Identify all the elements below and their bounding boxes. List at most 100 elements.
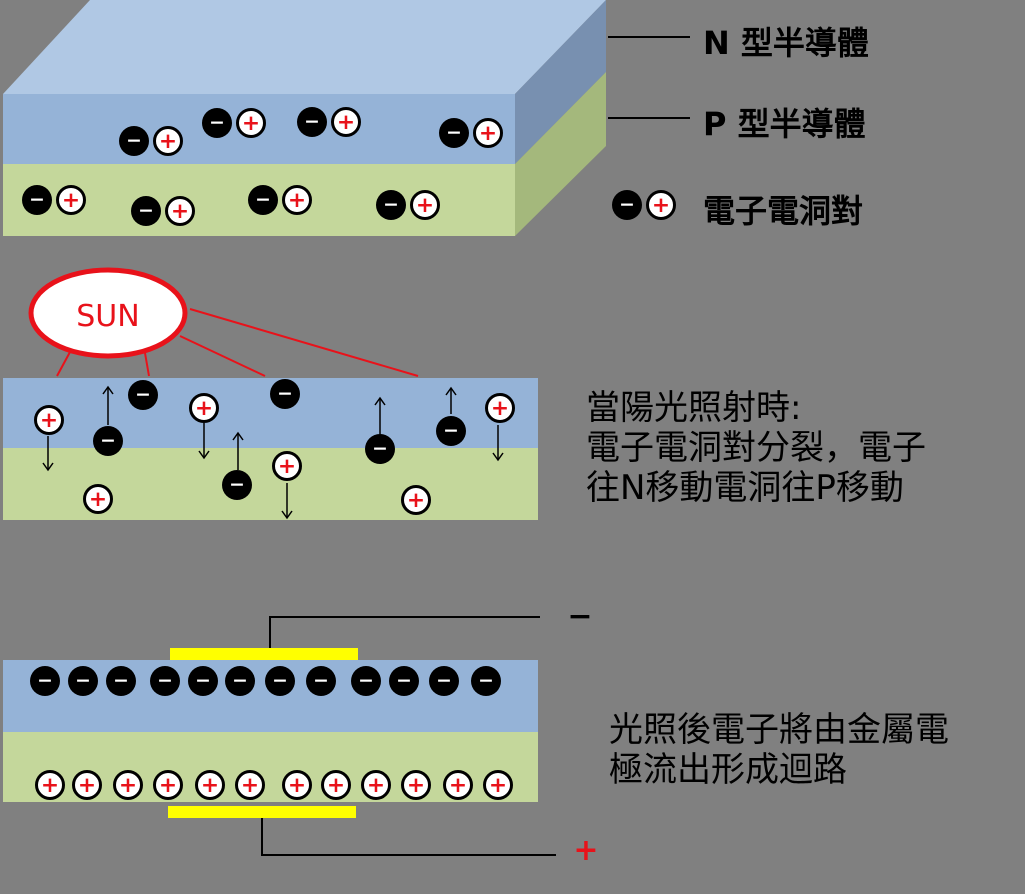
hole-icon: + — [282, 770, 312, 800]
motion-arrow — [102, 385, 114, 425]
electron-sign: − — [232, 671, 248, 692]
bottom-metal-electrode — [168, 806, 356, 818]
electron-icon: − — [128, 380, 158, 410]
hole-icon: + — [72, 770, 102, 800]
electron-hole-pairs: −+−+−+−+−+−+−+−+ — [22, 107, 503, 226]
electron-sign: − — [113, 671, 129, 692]
hole-row: + + + + + + + + + + + + — [35, 770, 513, 800]
hole-icon: + — [401, 770, 431, 800]
legend-pair-icon: −+ — [612, 190, 676, 220]
circuit-description: 光照後電子將由金屬電 極流出形成迴路 — [609, 710, 949, 790]
hole-icon: + — [195, 770, 225, 800]
electron-icon: − — [188, 666, 218, 696]
electron-sign: − — [272, 671, 288, 692]
pair-legend-label: 電子電洞對 — [703, 192, 864, 230]
hole-icon: + — [165, 196, 195, 226]
hole-icon: + — [189, 393, 219, 423]
hole-icon: + — [56, 185, 86, 215]
hole-sign: + — [449, 773, 467, 798]
electron-sign: − — [396, 671, 412, 692]
electron-sign: − — [313, 671, 329, 692]
electron-hole-pair: −+ — [131, 196, 195, 226]
n-layer-top-face — [3, 0, 606, 94]
electron-sign: − — [229, 475, 245, 496]
motion-arrow — [445, 386, 457, 414]
illumination-description: 當陽光照射時: 電子電洞對分裂，電子 往N移動電洞往P移動 — [586, 388, 926, 508]
sun-icon — [28, 267, 188, 359]
electron-sign: − — [277, 384, 293, 405]
sun-ray — [179, 335, 266, 377]
hole-sign: + — [489, 773, 507, 798]
hole-icon: + — [485, 393, 515, 423]
electron-hole-pair: −+ — [22, 185, 86, 215]
carrier-arrows — [42, 385, 504, 520]
hole-sign: + — [407, 773, 425, 798]
electron-icon: − — [429, 666, 459, 696]
electron-sign: − — [157, 671, 173, 692]
electron-icon: − — [471, 666, 501, 696]
hole-icon: + — [361, 770, 391, 800]
hole-icon: + — [272, 451, 302, 481]
electron-icon: − — [265, 666, 295, 696]
electron-icon: − — [351, 666, 381, 696]
electron-hole-pair: −+ — [439, 118, 503, 148]
negative-wire — [269, 616, 540, 648]
electron-hole-pair: −+ — [376, 190, 440, 220]
electron-icon: − — [376, 190, 406, 220]
electron-sign: − — [209, 113, 225, 134]
hole-sign: + — [367, 773, 385, 798]
electron-sign: − — [436, 671, 452, 692]
hole-sign: + — [201, 773, 219, 798]
motion-arrow — [42, 436, 54, 472]
electron-icon: − — [202, 108, 232, 138]
electron-icon: − — [22, 185, 52, 215]
sun-rays — [56, 308, 419, 377]
electron-sign: − — [29, 190, 45, 211]
hole-sign: + — [288, 773, 306, 798]
electron-sign: − — [135, 385, 151, 406]
hole-sign: + — [78, 773, 96, 798]
positive-terminal-label: + — [573, 833, 598, 868]
electron-sign: − — [138, 201, 154, 222]
panel-structure: −+−+−+−+−+−+−+−+ −+ — [3, 0, 690, 236]
hole-icon: + — [321, 770, 351, 800]
hole-icon: + — [473, 118, 503, 148]
electron-hole-pair: −+ — [119, 126, 183, 156]
sun-ray — [144, 352, 150, 377]
hole-icon: + — [410, 190, 440, 220]
electron-sign: − — [383, 195, 399, 216]
hole-icon: + — [34, 405, 64, 435]
hole-sign: + — [171, 199, 189, 224]
electron-icon: − — [389, 666, 419, 696]
hole-icon: + — [401, 485, 431, 515]
hole-sign: + — [327, 773, 345, 798]
electron-icon: − — [270, 379, 300, 409]
electron-icon: − — [248, 185, 278, 215]
electron-sign: − — [619, 195, 635, 216]
hole-icon: + — [153, 770, 183, 800]
electron-icon: − — [30, 666, 60, 696]
hole-sign: + — [278, 454, 296, 479]
hole-sign: + — [242, 111, 260, 136]
positive-wire — [261, 818, 556, 856]
separated-carriers: −−−−−−++++++ — [34, 379, 515, 515]
hole-icon: + — [483, 770, 513, 800]
motion-arrow — [281, 483, 293, 520]
electron-icon: − — [436, 416, 466, 446]
hole-sign: + — [89, 487, 107, 512]
motion-arrow — [492, 425, 504, 462]
electron-sign: − — [37, 671, 53, 692]
p-type-label: P 型半導體 — [703, 105, 866, 143]
p-layer-side-face — [515, 72, 606, 236]
hole-icon: + — [282, 185, 312, 215]
panel-circuit: − + −−−−−−−−−−−− ++++++++++++ — [3, 599, 599, 868]
hole-icon: + — [153, 126, 183, 156]
electron-icon: − — [306, 666, 336, 696]
sun-ray — [56, 351, 71, 377]
electron-sign: − — [358, 671, 374, 692]
hole-sign: + — [41, 773, 59, 798]
hole-sign: + — [119, 773, 137, 798]
electron-sign: − — [126, 131, 142, 152]
n-type-label: N 型半導體 — [703, 24, 869, 62]
hole-sign: + — [241, 773, 259, 798]
